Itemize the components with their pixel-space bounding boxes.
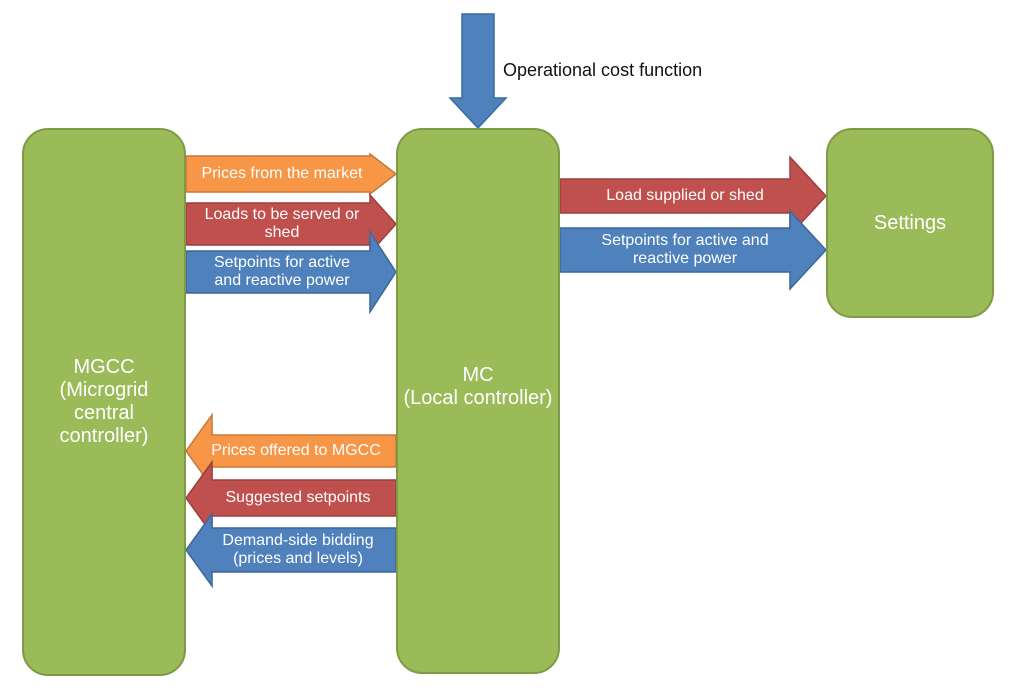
mgcc-label: MGCC (Microgrid central controller)	[59, 356, 149, 447]
arrow-label-load-supplied-or-shed: Load supplied or shed	[606, 187, 764, 204]
arrow-label-suggested-setpoints: Suggested setpoints	[225, 489, 371, 506]
arrow-setpoints-mgcc-to-mc	[185, 229, 397, 315]
operational-cost-down-arrow	[448, 13, 508, 130]
mc-label: MC (Local controller)	[403, 364, 553, 409]
arrow-label-prices-from-market: Prices from the market	[201, 165, 363, 182]
arrow-loads-to-be-served	[185, 193, 398, 255]
arrow-prices-offered-to-mgcc	[185, 412, 397, 490]
settings-box: Settings	[826, 128, 994, 318]
arrow-label-prices-offered-to-mgcc: Prices offered to MGCC	[211, 442, 381, 459]
arrow-label-setpoints-mc-to-settings: Setpoints for active and reactive power	[601, 232, 769, 267]
arrow-label-setpoints-mgcc-to-mc: Setpoints for active and reactive power	[213, 254, 351, 289]
arrow-demand-side-bidding	[185, 511, 397, 589]
arrow-label-loads-to-be-served: Loads to be served or shed	[204, 206, 360, 241]
arrow-suggested-setpoints	[185, 459, 397, 537]
mc-box: MC (Local controller)	[396, 128, 560, 674]
settings-label: Settings	[873, 212, 947, 234]
arrow-setpoints-mc-to-settings	[559, 209, 828, 291]
mgcc-box: MGCC (Microgrid central controller)	[22, 128, 186, 676]
arrow-load-supplied-or-shed	[559, 155, 828, 237]
arrow-prices-from-market	[185, 152, 398, 196]
arrow-label-demand-side-bidding: Demand-side bidding (prices and levels)	[222, 532, 374, 567]
operational-cost-label: Operational cost function	[503, 60, 703, 80]
